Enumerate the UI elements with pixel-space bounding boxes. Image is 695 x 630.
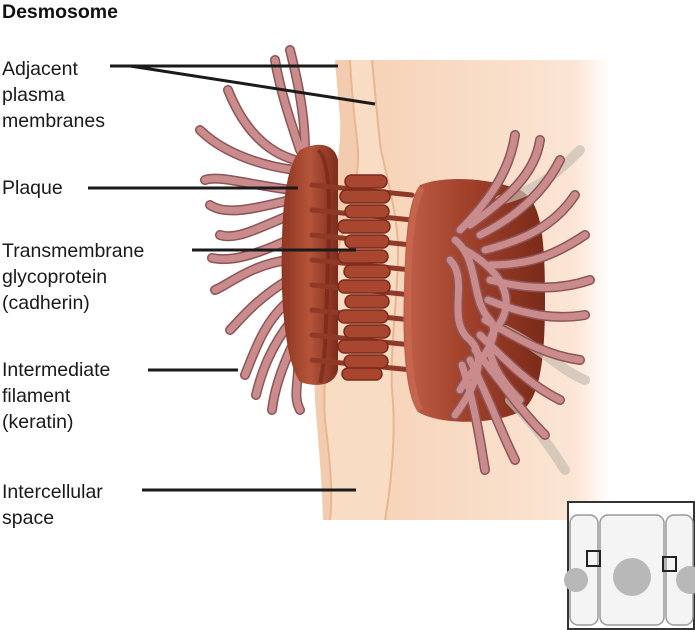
leader-lines [88,64,376,492]
left-plaque [281,144,338,385]
label-plaque: Plaque [2,177,63,199]
inset-cell-diagram-icon [564,501,695,630]
cadherin-capsules [337,174,391,381]
label-intercellular-space: Intercellular space [2,481,103,529]
left-membrane [314,60,359,520]
label-adjacent-plasma-membranes: Adjacent plasma membranes [2,58,105,132]
label-intermediate-filament: Intermediate filament (keratin) [2,359,111,433]
diagram-title: Desmosome [2,1,118,23]
right-keratin-filaments [445,130,595,475]
label-transmembrane-glycoprotein: Transmembrane glycoprotein (cadherin) [2,240,145,314]
